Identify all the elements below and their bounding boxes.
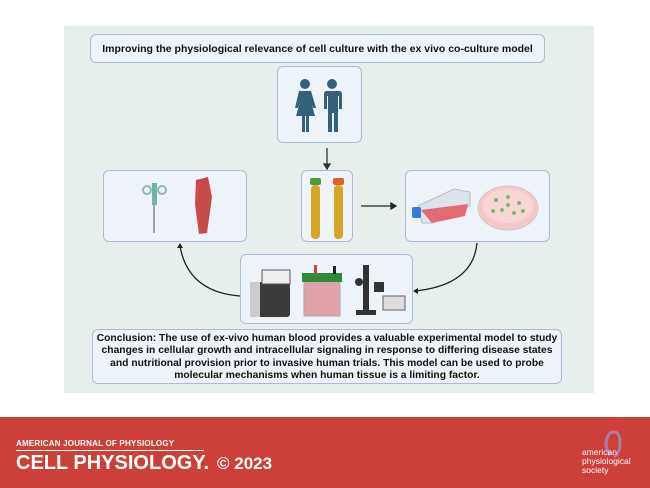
culture-flask-icon (412, 188, 471, 224)
diagram-illustrations (142, 79, 539, 317)
plate-reader-icon (250, 269, 291, 317)
arrow-right-icon (361, 201, 398, 211)
journal-footer (0, 417, 650, 488)
blood-tubes-icon (310, 178, 344, 239)
curved-arrow-down-icon (414, 242, 478, 292)
biopsy-needle-icon (142, 183, 167, 233)
copyright: © 2023 (217, 454, 273, 473)
conclusion-text: Conclusion: The use of ex-vivo human blo… (92, 329, 562, 384)
muscle-icon (195, 177, 212, 234)
society-line: society (582, 465, 609, 475)
humans-box (277, 66, 362, 143)
journal-series: AMERICAN JOURNAL OF PHYSIOLOGY (16, 439, 204, 451)
electrophoresis-tank-icon (302, 265, 342, 317)
biopsy-box (103, 170, 247, 242)
petri-dish-icon (477, 185, 539, 231)
society-line: american (582, 447, 617, 457)
curved-arrow-up-icon (179, 245, 241, 297)
abstract-title: Improving the physiological relevance of… (90, 34, 545, 63)
society-line: physiological (582, 456, 631, 466)
journal-title: CELL PHYSIOLOGY. (16, 452, 209, 474)
microscope-icon (355, 265, 406, 315)
journal-name: CELL PHYSIOLOGY. © 2023 (16, 452, 272, 475)
blood-tubes-box (301, 170, 353, 242)
people-icon (295, 79, 342, 132)
arrow-down-icon (322, 148, 332, 171)
